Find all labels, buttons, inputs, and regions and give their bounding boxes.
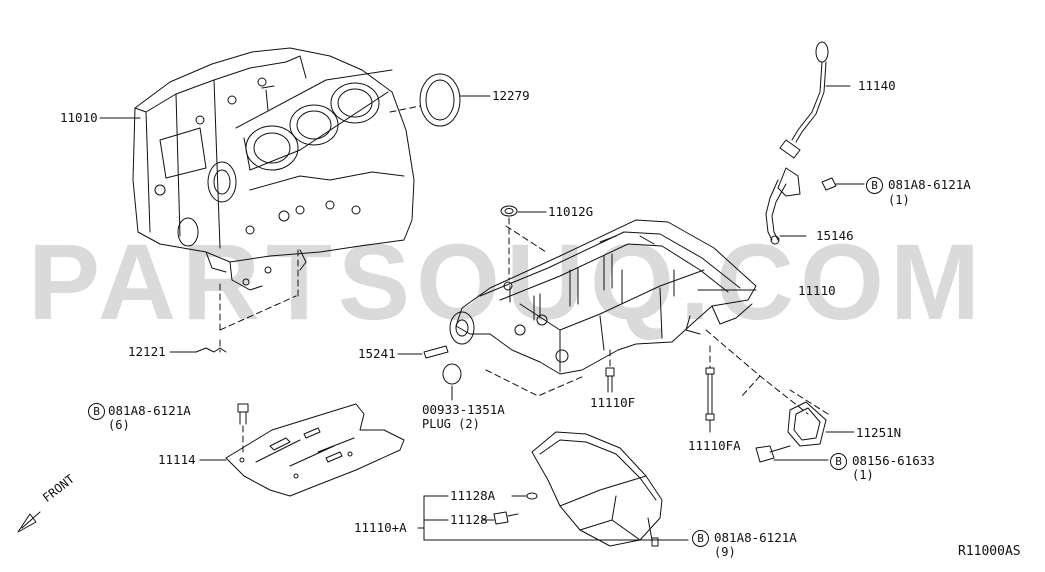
label-00933[interactable]: 00933-1351A bbox=[422, 402, 505, 417]
label-12121[interactable]: 12121 bbox=[128, 344, 166, 359]
label-11140[interactable]: 11140 bbox=[858, 78, 896, 93]
bolt-badge-b: B bbox=[88, 403, 105, 420]
label-11251N[interactable]: 11251N bbox=[856, 425, 902, 440]
diagram-code: R11000AS bbox=[958, 544, 1021, 559]
oil-seal[interactable] bbox=[419, 73, 491, 127]
drain-plug-11128[interactable] bbox=[493, 492, 538, 525]
bolt-081A8-c[interactable] bbox=[651, 537, 689, 547]
baffle-plate[interactable] bbox=[199, 403, 405, 497]
label-11110F[interactable]: 11110F bbox=[590, 395, 636, 410]
label-11010[interactable]: 11010 bbox=[60, 110, 98, 125]
label-15146[interactable]: 15146 bbox=[816, 228, 854, 243]
label-081A8-b[interactable]: 081A8-6121A bbox=[108, 403, 191, 418]
label-081A8-c[interactable]: 081A8-6121A bbox=[714, 530, 797, 545]
qty-081A8-a: (1) bbox=[888, 193, 910, 207]
leader-dashes-pan bbox=[485, 217, 829, 415]
upper-oil-pan[interactable] bbox=[449, 219, 757, 375]
label-12279[interactable]: 12279 bbox=[492, 88, 530, 103]
qty-081A8-c: (9) bbox=[714, 545, 736, 559]
label-11114[interactable]: 11114 bbox=[158, 452, 196, 467]
label-11110[interactable]: 11110 bbox=[798, 283, 836, 298]
label-08156[interactable]: 08156-61633 bbox=[852, 453, 935, 468]
label-11110A[interactable]: 11110+A bbox=[354, 520, 407, 535]
label-11128[interactable]: 11128 bbox=[450, 512, 488, 527]
label-15241[interactable]: 15241 bbox=[358, 346, 396, 361]
drain-bolt-08156[interactable] bbox=[755, 445, 829, 463]
label-00933-plug: PLUG (2) bbox=[422, 417, 480, 431]
bolt-11110F[interactable] bbox=[605, 367, 615, 393]
bolt-badge-a: B bbox=[866, 177, 883, 194]
label-081A8-a[interactable]: 081A8-6121A bbox=[888, 177, 971, 192]
label-11110FA[interactable]: 11110FA bbox=[688, 438, 741, 453]
bolt-11110FA[interactable] bbox=[705, 367, 715, 433]
cylinder-block[interactable] bbox=[132, 47, 415, 291]
strainer-11251N[interactable] bbox=[787, 401, 855, 447]
qty-081A8-b: (6) bbox=[108, 418, 130, 432]
dowel-pin-15241[interactable] bbox=[403, 345, 449, 359]
front-arrow-icon bbox=[17, 511, 41, 533]
washer-11012G[interactable] bbox=[500, 205, 547, 217]
dipstick-tube[interactable] bbox=[765, 167, 865, 245]
bolt-081A8-b[interactable] bbox=[237, 403, 249, 425]
bolt-badge-c: B bbox=[692, 530, 709, 547]
label-11012G[interactable]: 11012G bbox=[548, 204, 594, 219]
leader-dashes-block bbox=[219, 105, 421, 353]
leader-lines bbox=[99, 117, 757, 541]
plug-00933[interactable] bbox=[442, 363, 462, 401]
lower-oil-pan[interactable] bbox=[531, 431, 663, 547]
label-11128A[interactable]: 11128A bbox=[450, 488, 496, 503]
oil-dipstick[interactable] bbox=[779, 41, 851, 159]
qty-08156: (1) bbox=[852, 468, 874, 482]
bolt-badge-d: B bbox=[830, 453, 847, 470]
